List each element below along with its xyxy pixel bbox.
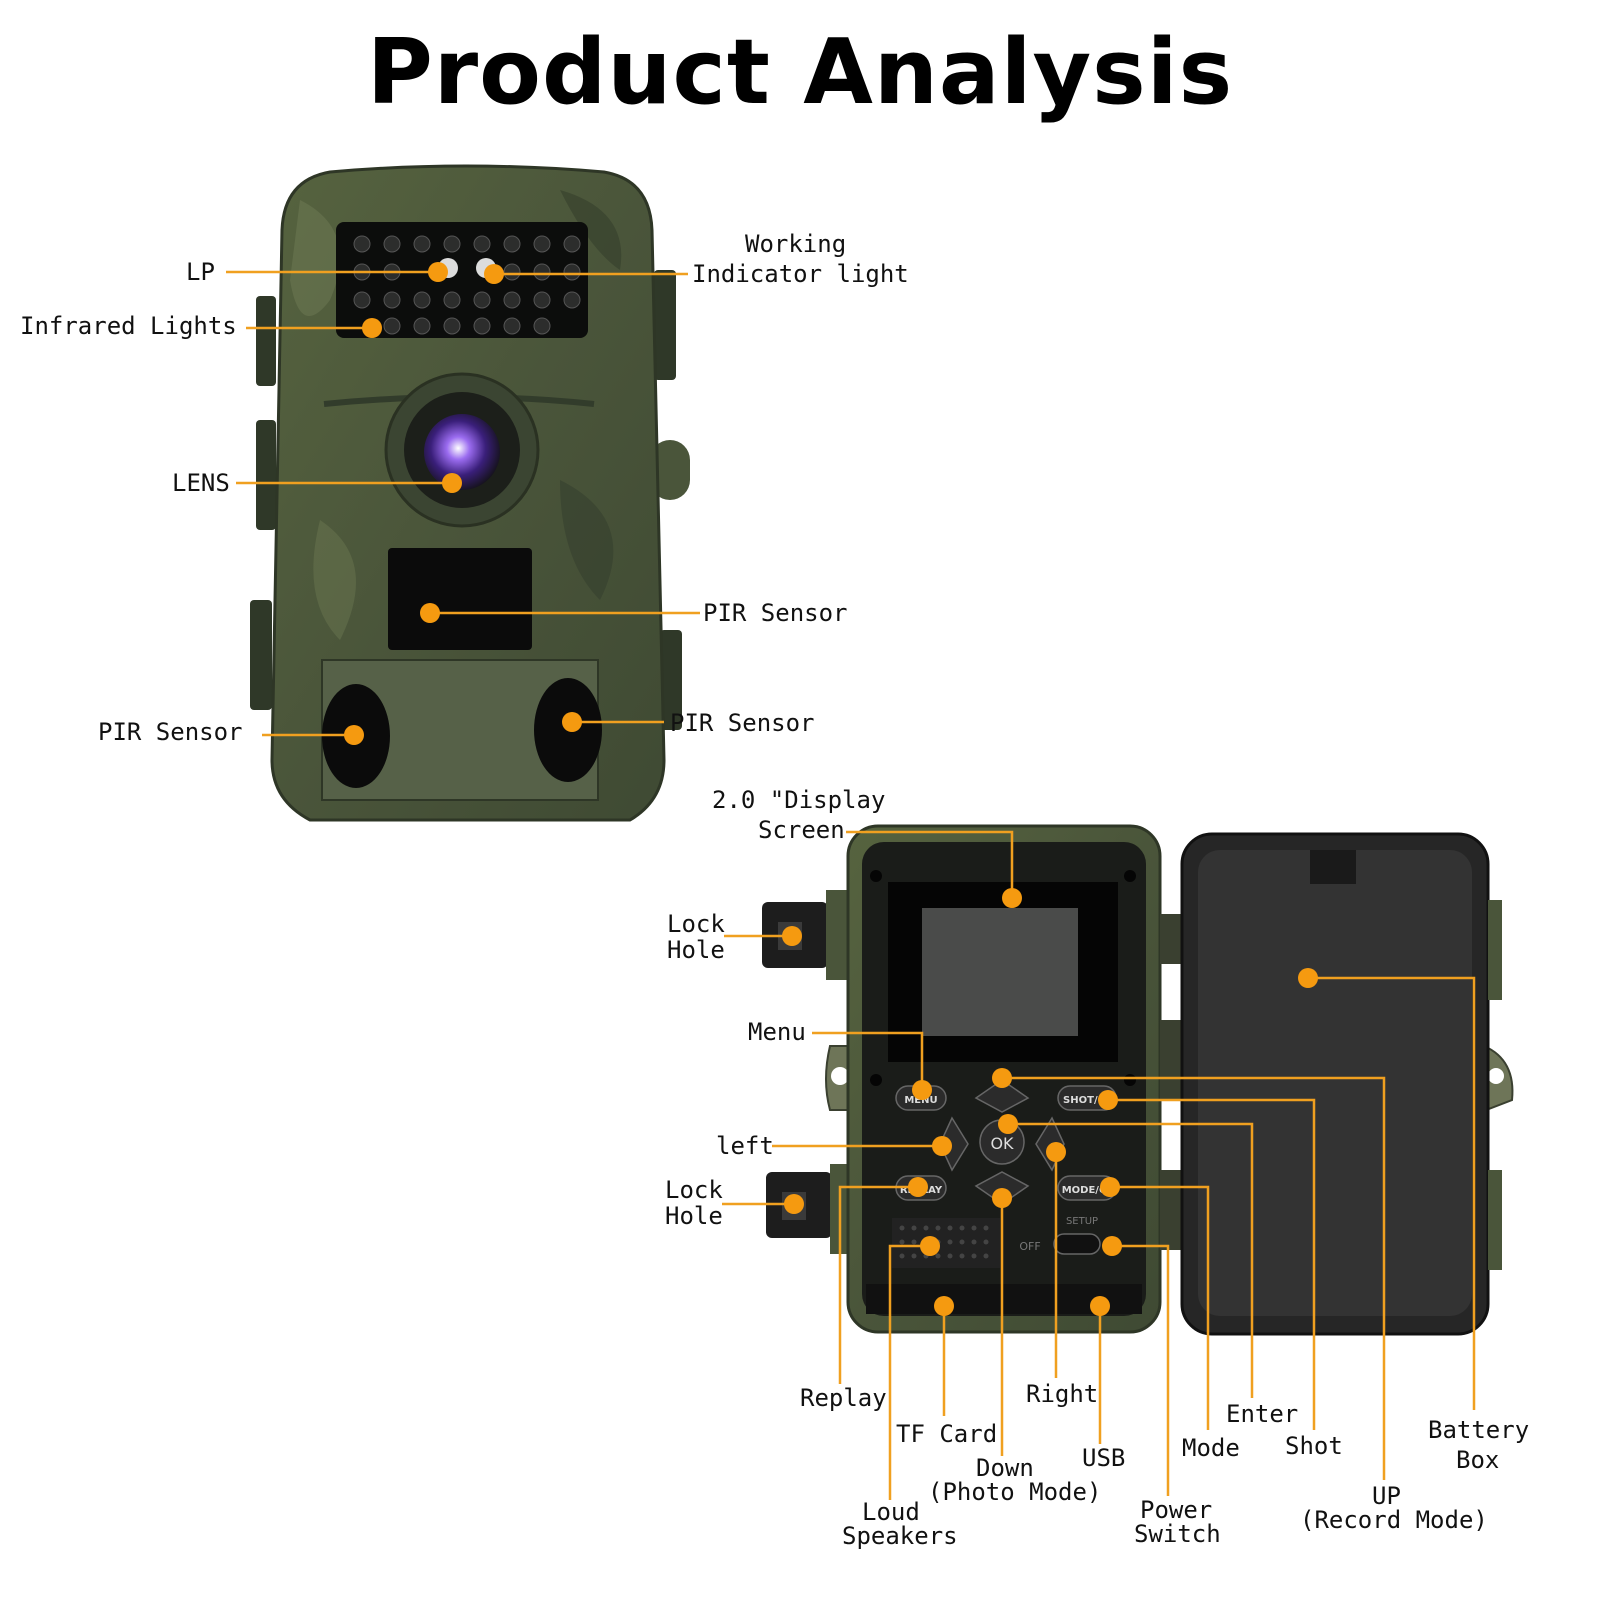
label-up-2: (Record Mode) [1300,1506,1488,1534]
label-working-1: Working [745,230,846,258]
marker-display [1002,888,1022,908]
label-down-2: (Photo Mode) [928,1478,1101,1506]
label-enter: Enter [1226,1400,1298,1428]
marker-lp [428,262,448,282]
marker-battery [1298,968,1318,988]
label-lp: LP [186,258,215,286]
marker-speaker [920,1236,940,1256]
label-lock-bottom-1: Lock [665,1176,723,1204]
label-battery-1: Battery [1428,1416,1529,1444]
label-mode: Mode [1182,1434,1240,1462]
label-tf-card: TF Card [896,1420,997,1448]
device-button-shot: SHOT/C [1063,1095,1105,1106]
label-loud-2: Speakers [842,1522,958,1550]
label-display-2: Screen [758,816,845,844]
label-power-2: Switch [1134,1520,1221,1548]
marker-menu [912,1080,932,1100]
label-display-1: 2.0 "Display [712,786,885,814]
marker-mode [1100,1177,1120,1197]
marker-working-indicator [484,264,504,284]
label-lock-top-1: Lock [667,910,725,938]
marker-shot [1098,1090,1118,1110]
marker-left [932,1136,952,1156]
marker-down [992,1188,1012,1208]
marker-right [1046,1142,1066,1162]
label-lens: LENS [172,469,230,497]
label-loud-1: Loud [862,1498,920,1526]
label-battery-2: Box [1456,1446,1499,1474]
marker-pir-right [562,712,582,732]
label-up-1: UP [1372,1482,1401,1510]
label-power-1: Power [1140,1496,1212,1524]
label-pir-right: PIR Sensor [670,709,815,737]
label-shot: Shot [1285,1432,1343,1460]
marker-lens [442,473,462,493]
marker-usb [1090,1296,1110,1316]
device-button-menu: MENU [904,1095,937,1106]
marker-tf-card [934,1296,954,1316]
label-menu: Menu [748,1018,806,1046]
label-replay: Replay [800,1384,887,1412]
label-down-1: Down [976,1454,1034,1482]
label-working-2: Indicator light [692,260,909,288]
label-lock-top-2: Hole [667,936,725,964]
device-label-setup: SETUP [1066,1216,1098,1227]
marker-power [1102,1236,1122,1256]
marker-lock-bottom [784,1194,804,1214]
device-button-ok: OK [990,1134,1014,1153]
marker-pir-left [344,725,364,745]
label-pir-left: PIR Sensor [98,718,243,746]
marker-lock-top [782,926,802,946]
label-right: Right [1026,1380,1098,1408]
device-label-off: OFF [1019,1240,1040,1253]
marker-enter [998,1114,1018,1134]
page-title: Product Analysis [366,20,1234,125]
marker-up [992,1068,1012,1088]
label-infrared: Infrared Lights [20,312,237,340]
marker-infrared [362,318,382,338]
marker-pir-center [420,603,440,623]
device-button-mode: MODE/C [1062,1185,1107,1196]
label-usb: USB [1082,1444,1125,1472]
back-camera-open: MENU SHOT/C REPLAY MODE/C OK SETUP OFF [762,824,1514,1336]
label-lock-bottom-2: Hole [665,1202,723,1230]
label-pir-center: PIR Sensor [703,599,848,627]
label-left: left [716,1132,774,1160]
marker-replay [908,1177,928,1197]
